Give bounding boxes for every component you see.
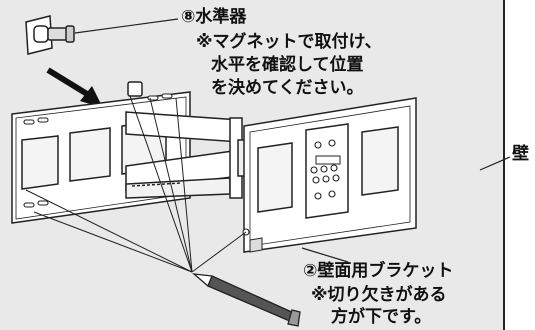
- arrow-icon: [46, 67, 103, 108]
- wall-label: 壁: [512, 144, 529, 164]
- level-note-line-1: ※マグネットで取付け、: [196, 32, 382, 52]
- level-title: ⑧水準器: [181, 7, 247, 27]
- level-leader-line: [74, 18, 179, 34]
- level-icon: [25, 15, 75, 55]
- level-note-line-2: 水平を確認して位置: [211, 55, 364, 75]
- wall-bracket: [242, 97, 417, 253]
- pencil-icon: [191, 273, 301, 327]
- wall-leader-line: [479, 156, 511, 171]
- bracket-leader-line: [301, 247, 349, 263]
- bracket-note-line-2: 方が下です。: [331, 307, 432, 327]
- bracket-title: ②壁面用ブラケット: [303, 261, 454, 281]
- level-note-line-3: を決めてください。: [211, 78, 364, 98]
- bracket-note-line-1: ※切り欠きがある: [311, 285, 447, 305]
